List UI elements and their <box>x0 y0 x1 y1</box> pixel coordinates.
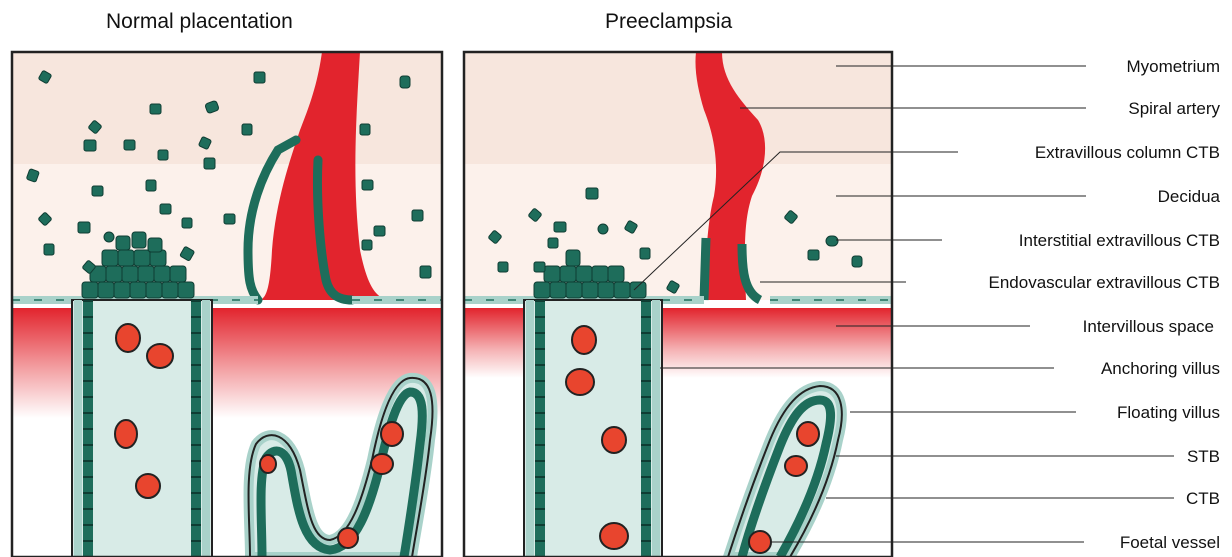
label-ctb: CTB <box>1186 489 1220 509</box>
myometrium-layer <box>12 52 442 164</box>
label-intervillous-space: Intervillous space <box>1083 317 1214 337</box>
label-interstitial-extravillous-ctb: Interstitial extravillous CTB <box>1019 231 1220 251</box>
label-stb: STB <box>1187 447 1220 467</box>
normal-panel-title: Normal placentation <box>106 10 293 34</box>
label-anchoring-villus: Anchoring villus <box>1101 359 1220 379</box>
label-foetal-vessel: Foetal vessel <box>1120 533 1220 553</box>
label-myometrium: Myometrium <box>1126 57 1220 77</box>
label-floating-villus: Floating villus <box>1117 403 1220 423</box>
label-extravillous-column-ctb: Extravillous column CTB <box>1035 143 1220 163</box>
label-decidua: Decidua <box>1158 187 1220 207</box>
normal-panel <box>12 52 442 557</box>
preeclampsia-panel <box>464 52 892 557</box>
preeclampsia-panel-title: Preeclampsia <box>605 10 732 34</box>
label-spiral-artery: Spiral artery <box>1128 99 1220 119</box>
label-endovascular-extravillous-ctb: Endovascular extravillous CTB <box>989 273 1220 293</box>
